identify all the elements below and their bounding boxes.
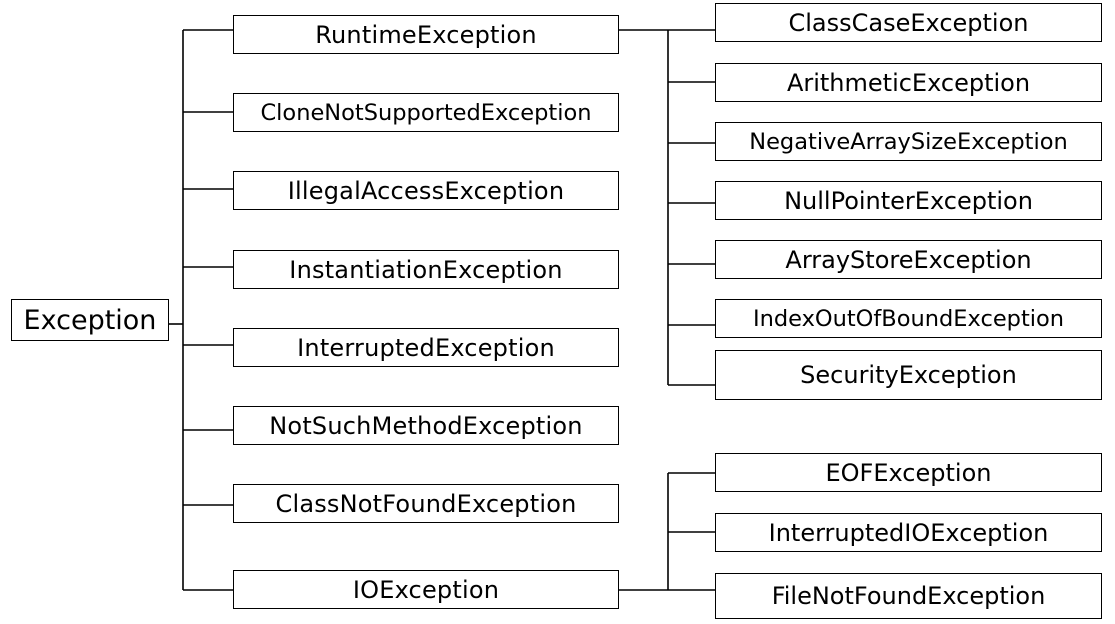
node-illegal-access-exception: IllegalAccessException xyxy=(233,171,619,210)
node-runtime-exception: RuntimeException xyxy=(233,15,619,54)
node-label: NegativeArraySizeException xyxy=(749,128,1068,155)
node-null-pointer-exception: NullPointerException xyxy=(715,181,1102,220)
node-label: Exception xyxy=(23,304,157,336)
node-interrupted-exception: InterruptedException xyxy=(233,328,619,367)
node-label: InterruptedException xyxy=(297,333,555,362)
node-array-store-exception: ArrayStoreException xyxy=(715,240,1102,279)
node-label: FileNotFoundException xyxy=(771,582,1046,610)
node-class-case-exception: ClassCaseException xyxy=(715,3,1102,42)
node-instantiation-exception: InstantiationException xyxy=(233,250,619,289)
node-label: IllegalAccessException xyxy=(287,176,565,205)
node-label: NotSuchMethodException xyxy=(269,411,583,440)
node-not-such-method-exception: NotSuchMethodException xyxy=(233,406,619,445)
node-exception: Exception xyxy=(11,299,169,341)
node-label: IndexOutOfBoundException xyxy=(752,305,1065,332)
node-label: ClassCaseException xyxy=(788,8,1029,37)
node-label: InterruptedIOException xyxy=(768,518,1049,547)
node-label: IOException xyxy=(352,575,500,604)
node-negative-array-size-exception: NegativeArraySizeException xyxy=(715,122,1102,161)
node-eof-exception: EOFException xyxy=(715,453,1102,492)
node-arithmetic-exception: ArithmeticException xyxy=(715,63,1102,102)
node-file-not-found-exception: FileNotFoundException xyxy=(715,573,1102,619)
node-label: NullPointerException xyxy=(784,186,1033,215)
node-class-not-found-exception: ClassNotFoundException xyxy=(233,484,619,523)
node-label: SecurityException xyxy=(800,361,1017,389)
node-label: ArrayStoreException xyxy=(785,245,1032,274)
node-interrupted-io-exception: InterruptedIOException xyxy=(715,513,1102,552)
node-label: RuntimeException xyxy=(315,20,537,49)
node-clone-not-supported-exception: CloneNotSupportedException xyxy=(233,93,619,132)
node-label: EOFException xyxy=(825,458,992,487)
node-label: ArithmeticException xyxy=(786,68,1031,97)
node-label: CloneNotSupportedException xyxy=(260,99,592,126)
node-security-exception: SecurityException xyxy=(715,350,1102,400)
node-index-out-of-bound-exception: IndexOutOfBoundException xyxy=(715,299,1102,338)
node-io-exception: IOException xyxy=(233,570,619,609)
node-label: InstantiationException xyxy=(289,255,563,284)
node-label: ClassNotFoundException xyxy=(275,489,577,518)
